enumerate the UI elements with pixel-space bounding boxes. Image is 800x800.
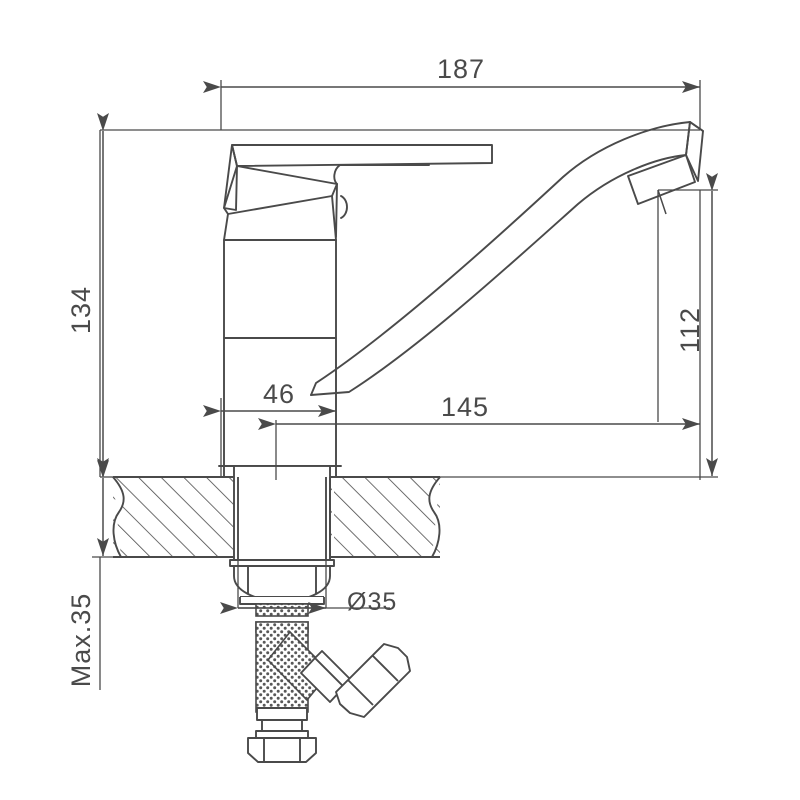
threaded-shank	[233, 465, 331, 561]
handle-neck	[333, 164, 430, 238]
aerator-tip	[627, 121, 704, 205]
dim-label-max35: Max.35	[66, 593, 96, 688]
cartridge-body	[223, 195, 337, 478]
dim-label-112: 112	[675, 307, 705, 353]
extension-lines	[92, 80, 718, 690]
hex-lock-nut	[229, 559, 335, 605]
curved-spout	[310, 121, 704, 396]
dim-label-46: 46	[263, 379, 295, 409]
dimension-lines	[97, 81, 718, 614]
dim-label-187: 187	[437, 54, 485, 84]
dimension-labels: 187 134 Max.35 46 145 112 Ø35	[66, 54, 705, 687]
dim-label-145: 145	[441, 392, 489, 422]
hose-fitting-nut	[247, 643, 411, 763]
dim-label-134: 134	[66, 286, 96, 334]
lever-handle	[223, 144, 493, 215]
dim-label-d35: Ø35	[347, 588, 397, 616]
